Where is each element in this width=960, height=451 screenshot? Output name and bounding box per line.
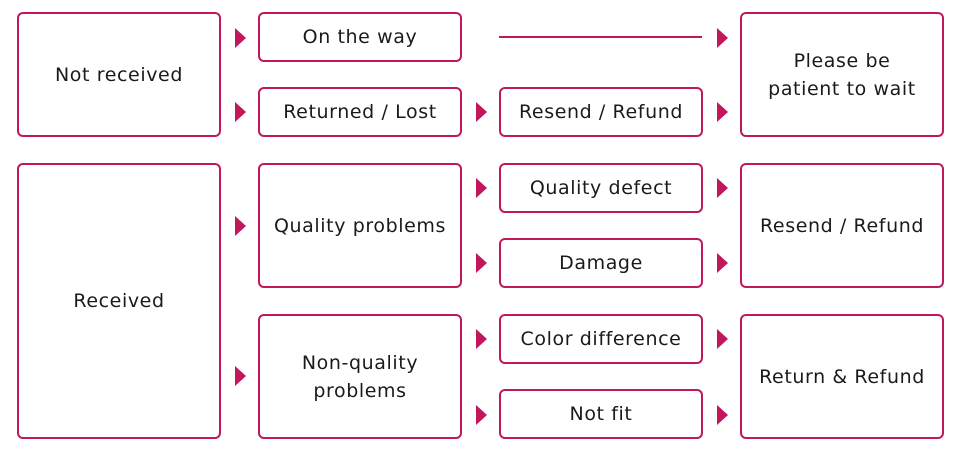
please-wait-box: Please be patient to wait <box>740 12 944 137</box>
arrow-right-icon <box>235 28 246 48</box>
received-box: Received <box>17 163 221 439</box>
color-difference-box: Color difference <box>499 314 703 364</box>
arrow-right-icon <box>717 102 728 122</box>
non-quality-problems-box: Non-quality problems <box>258 314 462 439</box>
resend-refund-box-bottom: Resend / Refund <box>740 163 944 288</box>
arrow-right-icon <box>476 329 487 349</box>
quality-defect-box: Quality defect <box>499 163 703 213</box>
arrow-right-icon <box>717 253 728 273</box>
arrow-right-icon <box>476 178 487 198</box>
arrow-right-icon <box>717 329 728 349</box>
not-fit-box: Not fit <box>499 389 703 439</box>
arrow-right-icon <box>717 178 728 198</box>
arrow-right-icon <box>717 405 728 425</box>
arrow-right-icon <box>476 253 487 273</box>
resend-refund-box-top: Resend / Refund <box>499 87 703 137</box>
arrow-right-icon <box>476 102 487 122</box>
damage-box: Damage <box>499 238 703 288</box>
arrow-right-icon <box>235 366 246 386</box>
arrow-right-icon <box>717 28 728 48</box>
not-received-box: Not received <box>17 12 221 137</box>
quality-problems-box: Quality problems <box>258 163 462 288</box>
return-refund-box: Return & Refund <box>740 314 944 439</box>
arrow-right-icon <box>235 216 246 236</box>
arrow-right-icon <box>476 405 487 425</box>
returned-lost-box: Returned / Lost <box>258 87 462 137</box>
on-the-way-box: On the way <box>258 12 462 62</box>
connector-line <box>499 36 702 38</box>
arrow-right-icon <box>235 102 246 122</box>
